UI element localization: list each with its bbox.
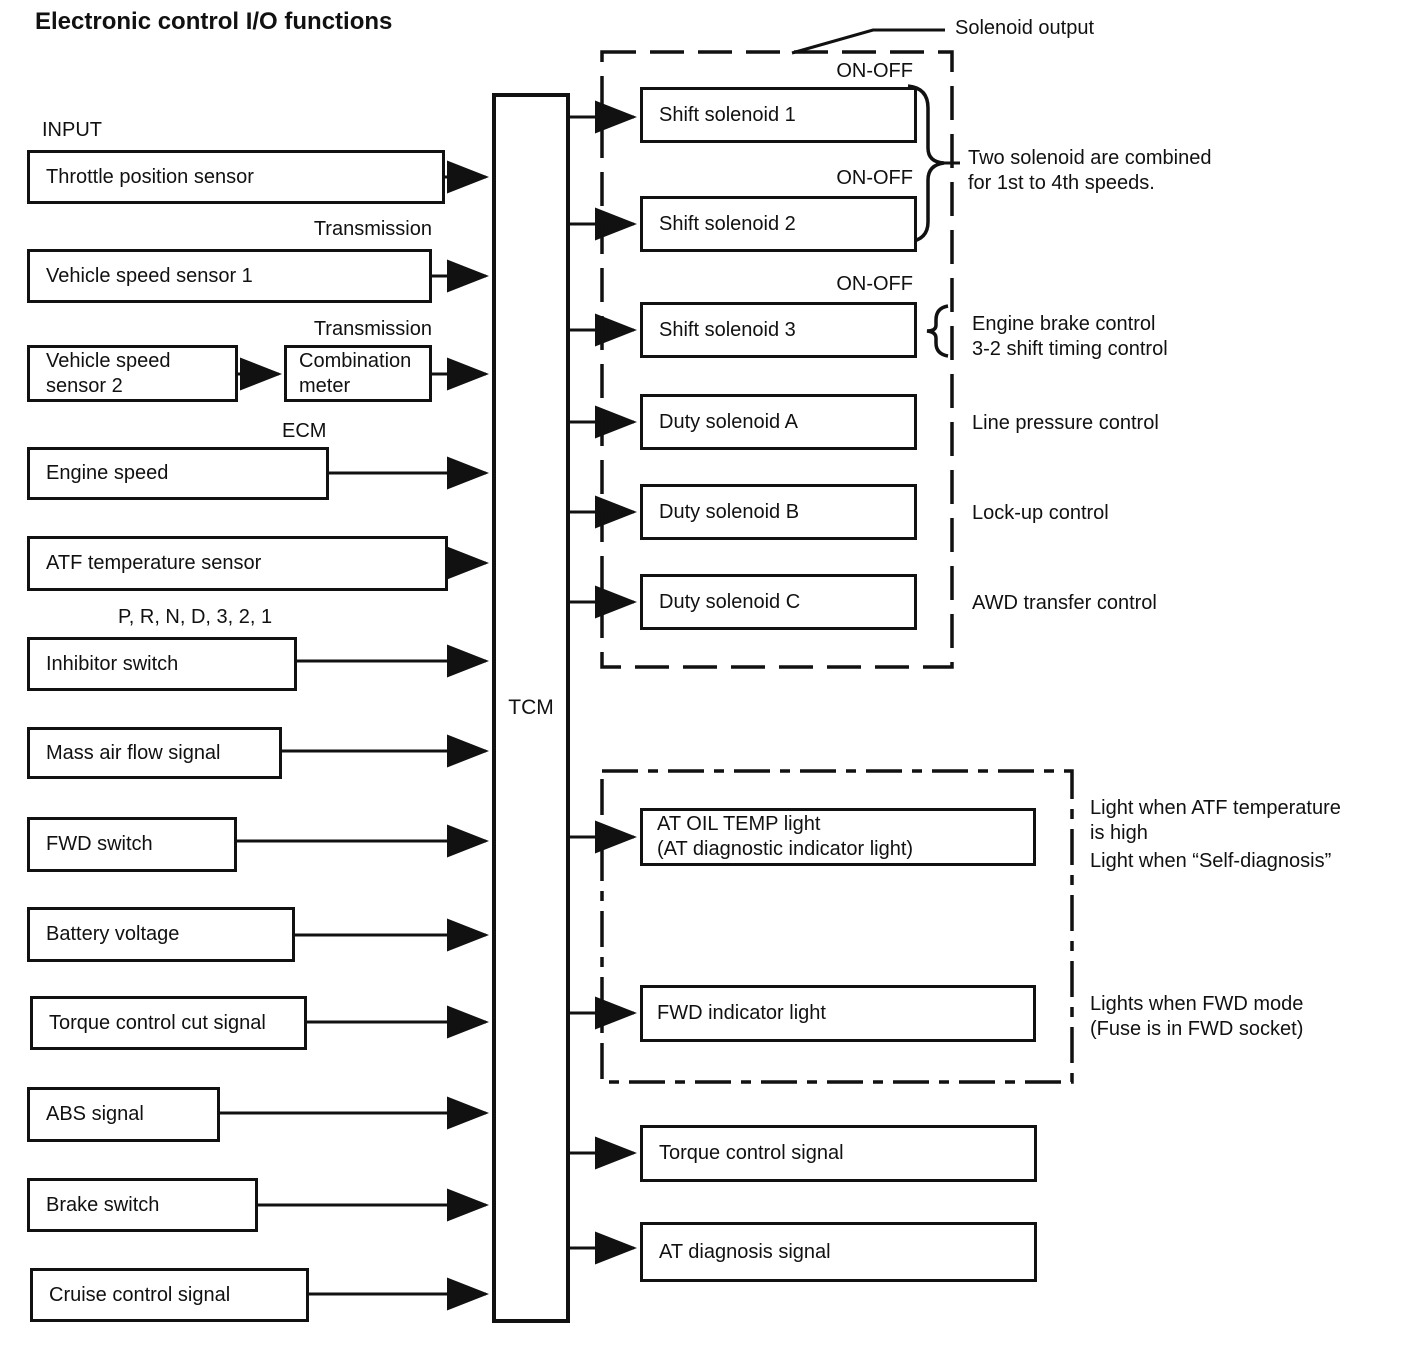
output-box-at-oil-temp-light: AT OIL TEMP light (AT diagnostic indicat… [640,808,1036,866]
tag-gear-positions: P, R, N, D, 3, 2, 1 [118,606,273,628]
output-label: Shift solenoid 3 [659,318,796,341]
input-label: Mass air flow signal [46,741,221,764]
output-box-duty-solenoid-b: Duty solenoid B [640,484,917,540]
note-fwd-mode: Lights when FWD mode (Fuse is in FWD soc… [1090,993,1304,1040]
note-duty-solenoid-c: AWD transfer control [972,592,1157,614]
input-box-cruise-control-signal: Cruise control signal [30,1268,309,1322]
input-box-torque-control-cut-signal: Torque control cut signal [30,996,307,1050]
output-label: Duty solenoid C [659,590,801,613]
note-self-diagnosis: Light when “Self-diagnosis” [1090,850,1332,872]
solenoid-output-pointer [791,28,945,55]
on-off-label-2: ON-OFF [836,167,913,189]
input-section-label: INPUT [42,119,102,141]
on-off-label-1: ON-OFF [836,60,913,82]
input-box-mass-air-flow-signal: Mass air flow signal [27,727,282,779]
solenoid-output-label: Solenoid output [955,17,1095,39]
indicator-group-border [600,769,1074,1084]
input-label: Torque control cut signal [49,1011,266,1034]
page-title: Electronic control I/O functions [35,8,393,35]
output-box-shift-solenoid-1: Shift solenoid 1 [640,87,917,143]
input-box-inhibitor-switch: Inhibitor switch [27,637,297,691]
tcm-label: TCM [508,696,554,719]
note-combined-solenoids: Two solenoid are combined for 1st to 4th… [968,147,1212,194]
output-box-shift-solenoid-2: Shift solenoid 2 [640,196,917,252]
note-atf-temp-high: Light when ATF temperature is high [1090,797,1341,844]
input-box-abs-signal: ABS signal [27,1087,220,1142]
output-box-fwd-indicator-light: FWD indicator light [640,985,1036,1042]
input-box-battery-voltage: Battery voltage [27,907,295,962]
output-label: Duty solenoid A [659,410,798,433]
box-combination-meter: Combination meter [284,345,432,402]
input-label: Brake switch [46,1193,160,1216]
input-box-vehicle-speed-sensor-2: Vehicle speed sensor 2 [27,345,238,402]
note-shift-solenoid-3: Engine brake control 3-2 shift timing co… [972,313,1168,360]
input-box-vehicle-speed-sensor-1: Vehicle speed sensor 1 [27,249,432,303]
output-box-torque-control-signal: Torque control signal [640,1125,1037,1182]
note-duty-solenoid-a: Line pressure control [972,412,1159,434]
input-label: Throttle position sensor [46,165,254,188]
tag-transmission-1: Transmission [313,218,432,240]
output-label: Shift solenoid 2 [659,212,796,235]
output-label: Duty solenoid B [659,500,800,523]
input-label: Cruise control signal [49,1283,231,1306]
output-label: FWD indicator light [657,1002,826,1024]
input-box-atf-temperature-sensor: ATF temperature sensor [27,536,448,591]
input-label: ABS signal [46,1103,144,1125]
input-label: FWD switch [46,833,153,855]
output-box-duty-solenoid-a: Duty solenoid A [640,394,917,450]
input-box-throttle-position-sensor: Throttle position sensor [27,150,445,204]
input-label: Engine speed [46,462,169,484]
input-label: Vehicle speed sensor 1 [46,264,253,287]
output-label: AT OIL TEMP light (AT diagnostic indicat… [657,813,914,860]
note-duty-solenoid-b: Lock-up control [972,502,1109,524]
shift-solenoid-3-brace [926,304,949,358]
input-box-engine-speed: Engine speed [27,447,329,500]
input-box-fwd-switch: FWD switch [27,817,237,872]
solenoid-output-group-border [600,50,954,669]
input-label: Inhibitor switch [46,652,179,675]
tag-transmission-2: Transmission [313,318,432,340]
input-box-brake-switch: Brake switch [27,1178,258,1232]
input-label: Vehicle speed sensor 2 [46,349,171,397]
on-off-label-3: ON-OFF [836,273,913,295]
output-label: Shift solenoid 1 [659,103,796,126]
input-label: Battery voltage [46,923,180,945]
output-label: AT diagnosis signal [659,1240,831,1263]
input-label: ATF temperature sensor [46,552,262,574]
output-box-shift-solenoid-3: Shift solenoid 3 [640,302,917,358]
tcm-box: TCM [492,93,570,1323]
output-box-duty-solenoid-c: Duty solenoid C [640,574,917,630]
output-label: Torque control signal [659,1142,844,1164]
box-label: Combination meter [299,349,412,397]
output-box-at-diagnosis-signal: AT diagnosis signal [640,1222,1037,1282]
tag-ecm: ECM [282,420,327,442]
